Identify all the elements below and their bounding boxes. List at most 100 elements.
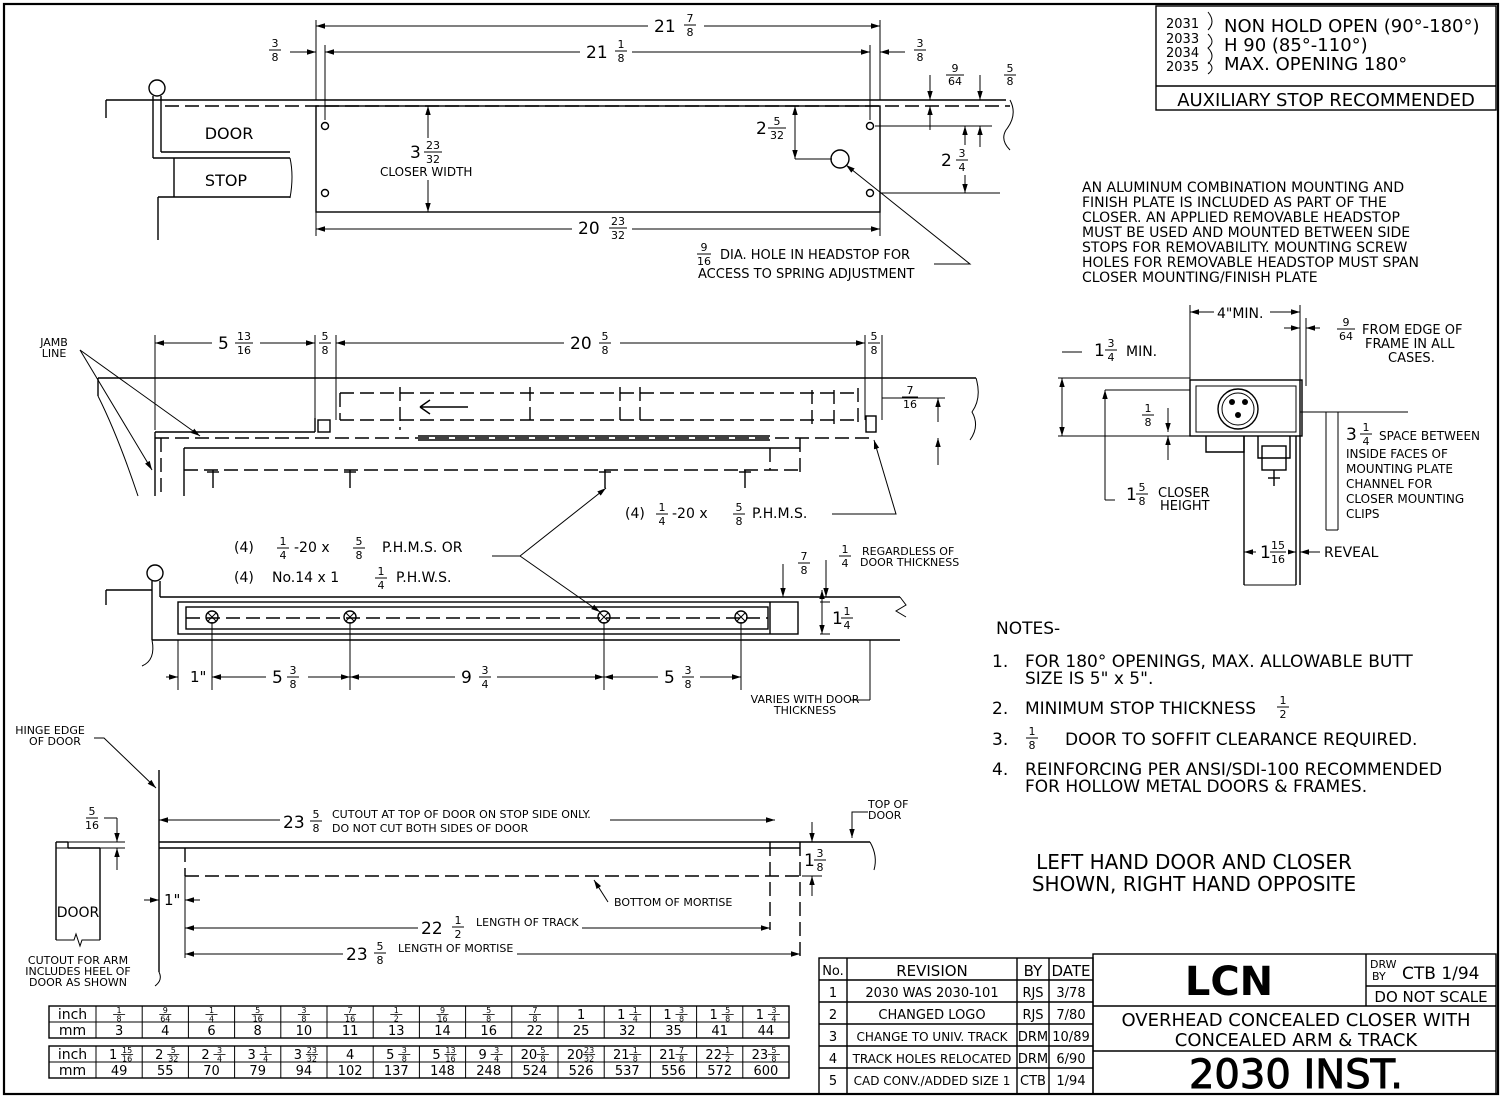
inch-den: 8 (540, 1055, 545, 1064)
hinge-edge-label: HINGE EDGE (15, 724, 85, 737)
section-mid-num: 5 (602, 330, 609, 343)
inch-num: 7 (532, 1006, 537, 1015)
hole-spacing-den: 8 (618, 52, 625, 65)
inch-whole: 23 (752, 1048, 769, 1063)
note-2-num: 2. (992, 699, 1008, 719)
revision-by: DRM (1018, 1030, 1048, 1045)
mm-cell: 94 (296, 1064, 313, 1079)
door-section-label: DOOR (57, 905, 100, 921)
jamb-label: LINE (42, 347, 67, 360)
track-dim-2-whole: 5 (272, 668, 283, 688)
inch-num: 9 (163, 1006, 168, 1015)
top-frac-den: 16 (85, 819, 99, 832)
inch-num: 1 (725, 1046, 730, 1055)
notes-title: NOTES- (996, 619, 1060, 639)
note-2-den-frac: 2 (1280, 708, 1287, 721)
depth-whole: 1 (804, 851, 815, 871)
mm-cell: 11 (342, 1024, 359, 1039)
mm-cell: 25 (573, 1024, 590, 1039)
inch-num: 1 (117, 1006, 122, 1015)
drawing-title-line: OVERHEAD CONCEALED CLOSER WITH (1121, 1010, 1470, 1031)
note-3-num: 3. (992, 730, 1008, 750)
mm-cell: 248 (476, 1064, 501, 1079)
cutout-line-1: CUTOUT AT TOP OF DOOR ON STOP SIDE ONLY. (332, 808, 591, 821)
inch-den: 2 (394, 1015, 399, 1024)
closer-spindle (1217, 388, 1259, 430)
inch-cell: 964 (159, 1006, 172, 1024)
inch-whole: 1 (617, 1008, 625, 1023)
screw-b-end: P.H.M.S. OR (382, 540, 463, 556)
revision-desc: CAD CONV./ADDED SIZE 1 (854, 1074, 1011, 1088)
track-thick-den: 4 (844, 619, 851, 632)
drw-label: BY (1372, 970, 1386, 983)
inch-cell: 12 (390, 1006, 403, 1024)
small-dim-a-den: 64 (948, 75, 962, 88)
inch-whole: 20 (521, 1048, 538, 1063)
inch-whole: 5 (432, 1048, 440, 1063)
min-dim-whole: 1 (1094, 341, 1105, 361)
arm-note-line: CUTOUT FOR ARM (28, 954, 128, 967)
screw-hole (865, 188, 875, 198)
hole-note-den: 16 (697, 255, 711, 268)
small-dim-b-num: 5 (1007, 62, 1014, 75)
inch-num: 5 (725, 1006, 730, 1015)
inch-num: 3 (771, 1006, 776, 1015)
mm-cell: 102 (338, 1064, 363, 1079)
mm-cell: 537 (615, 1064, 640, 1079)
row-label: inch (58, 1047, 87, 1063)
reveal-label: REVEAL (1324, 545, 1379, 561)
arm-note-line: INCLUDES HEEL OF (25, 965, 130, 978)
inch-num: 13 (445, 1046, 455, 1055)
mm-cell: 55 (157, 1064, 174, 1079)
inch-whole: 3 (248, 1048, 256, 1063)
mortise-length-den: 8 (377, 954, 384, 967)
inch-cell: 916 (436, 1006, 449, 1024)
screw-hole (320, 121, 330, 131)
revision-no: 2 (829, 1008, 837, 1023)
reveal-num: 15 (1271, 539, 1285, 552)
track-a-num: 7 (801, 550, 808, 563)
screw-head (317, 419, 331, 433)
depth-den: 8 (817, 861, 824, 874)
closer-width-den: 32 (426, 153, 440, 166)
screw-b-mid: -20 x (294, 540, 330, 556)
min-4-label: 4"MIN. (1217, 306, 1263, 322)
inch-whole: 9 (479, 1048, 487, 1063)
inch-cell: 4 (346, 1048, 354, 1063)
screw-b-qty: (4) (234, 540, 254, 556)
revision-date: 6/90 (1056, 1052, 1085, 1067)
note-3-num-frac: 1 (1029, 725, 1036, 738)
model-2035: 2035 (1166, 60, 1199, 75)
height-den: 8 (1139, 495, 1146, 508)
inch-den: 16 (122, 1055, 132, 1064)
screw-b-num2: 5 (356, 535, 363, 548)
min-dim-label: MIN. (1126, 344, 1157, 360)
note-1-line: FOR 180° OPENINGS, MAX. ALLOWABLE BUTT (1025, 652, 1413, 672)
revision-desc: CHANGED LOGO (878, 1008, 985, 1023)
varies-label: VARIES WITH DOOR (751, 693, 860, 706)
inch-whole: 1 (756, 1008, 764, 1023)
inch-den: 4 (209, 1015, 214, 1024)
section-rsmall-num: 5 (871, 330, 878, 343)
varies-label: THICKNESS (773, 704, 836, 717)
section-right-den: 16 (903, 398, 917, 411)
mm-cell: 526 (569, 1064, 594, 1079)
hand-note-line: LEFT HAND DOOR AND CLOSER (1036, 850, 1352, 874)
inch-num: 9 (440, 1006, 445, 1015)
inch-whole: 3 (294, 1048, 302, 1063)
revision-table: No. REVISION BY DATE 1 2030 WAS 2030-101… (818, 957, 1094, 1095)
bottom-of-mortise-label: BOTTOM OF MORTISE (614, 896, 732, 909)
screw-head (865, 415, 877, 433)
plate-note: AN ALUMINUM COMBINATION MOUNTING AND FIN… (1082, 180, 1419, 286)
left-offset-num: 3 (272, 37, 279, 50)
inch-den: 4 (494, 1055, 499, 1064)
top-of-door-label: DOOR (868, 809, 902, 822)
inch-den: 8 (402, 1055, 407, 1064)
inch-den: 8 (771, 1055, 776, 1064)
small-dim-b-den: 8 (1007, 75, 1014, 88)
